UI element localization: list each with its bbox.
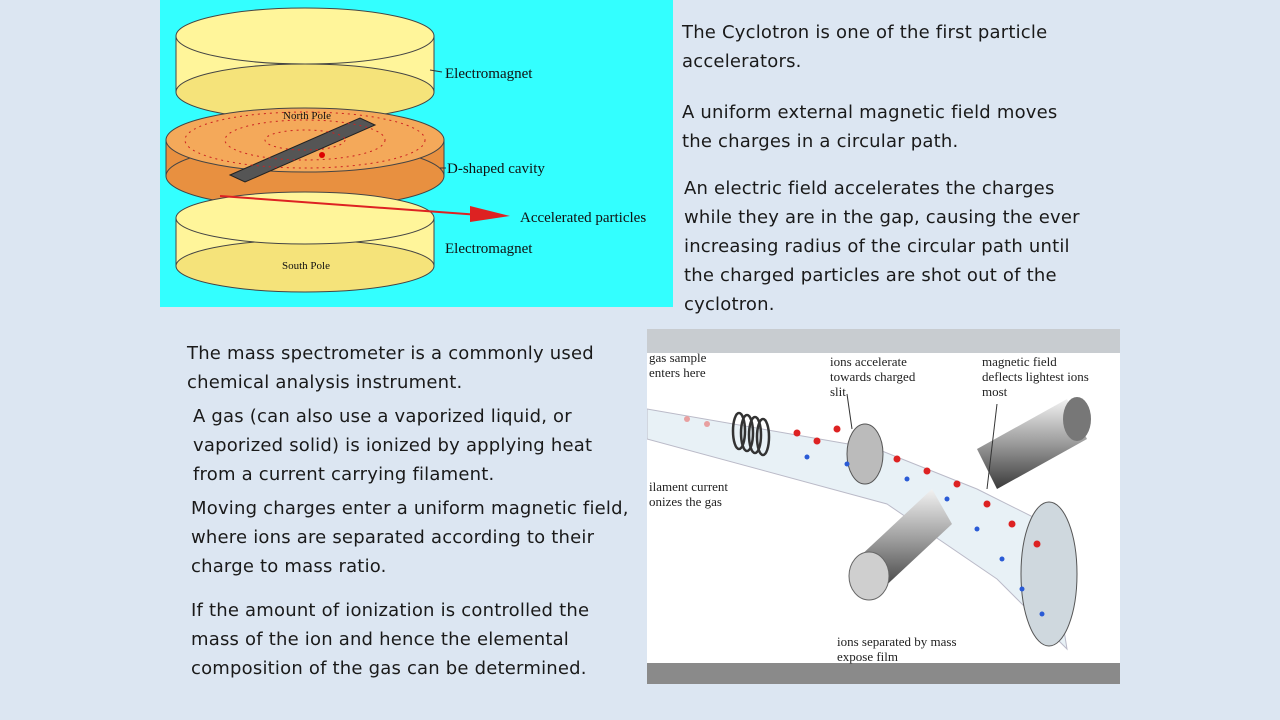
label-gas-sample-1: gas sample	[649, 350, 707, 365]
charged-slit	[846, 423, 884, 485]
cyclotron-magnetic-field-text: A uniform external magnetic field moves …	[682, 102, 1058, 152]
label-electromagnet-top: Electromagnet	[445, 66, 533, 82]
label-electromagnet-bottom: Electromagnet	[445, 241, 533, 257]
spectrometer-intro-text: The mass spectrometer is a commonly used…	[187, 343, 594, 393]
bottom-electromagnet	[175, 191, 435, 293]
spectrometer-ionization-text: A gas (can also use a vaporized liquid, …	[193, 406, 593, 485]
filament-coil	[731, 411, 771, 457]
cyclotron-intro-text: The Cyclotron is one of the first partic…	[682, 22, 1048, 72]
label-ions-separated-2: expose film	[837, 649, 898, 664]
mass-spectrometer-diagram: gas sample enters here ions accelerate t…	[647, 329, 1120, 684]
spectrometer-composition-text: If the amount of ionization is controlle…	[191, 600, 590, 679]
label-magnetic-field-2: deflects lightest ions	[982, 369, 1089, 384]
label-north-pole: North Pole	[283, 110, 331, 122]
top-electromagnet	[175, 7, 435, 121]
label-ions-accelerate-3: slit	[830, 384, 846, 399]
d-shaped-cavity	[165, 107, 445, 209]
label-d-shaped-cavity: D-shaped cavity	[447, 161, 545, 177]
label-magnetic-field-1: magnetic field	[982, 354, 1057, 369]
spectrometer-separation-text: Moving charges enter a uniform magnetic …	[191, 498, 629, 577]
film-plate	[1020, 501, 1078, 647]
label-ions-accelerate-1: ions accelerate	[830, 354, 907, 369]
cyclotron-diagram: Electromagnet North Pole D-shaped cavity…	[160, 0, 673, 307]
label-filament-1: ilament current	[649, 479, 728, 494]
accelerated-particles-arrow	[219, 195, 510, 222]
ion-particles	[684, 416, 1045, 617]
label-filament-2: onizes the gas	[649, 494, 722, 509]
label-ions-separated-1: ions separated by mass	[837, 634, 957, 649]
label-gas-sample-2: enters here	[649, 365, 706, 380]
magnet-cylinder-lower	[848, 489, 952, 601]
label-accelerated-particles: Accelerated particles	[520, 210, 646, 226]
label-south-pole: South Pole	[282, 260, 330, 272]
cyclotron-electric-field-text: An electric field accelerates the charge…	[684, 178, 1080, 315]
label-magnetic-field-3: most	[982, 384, 1008, 399]
label-ions-accelerate-2: towards charged	[830, 369, 916, 384]
magnet-cylinder-upper	[977, 397, 1091, 489]
